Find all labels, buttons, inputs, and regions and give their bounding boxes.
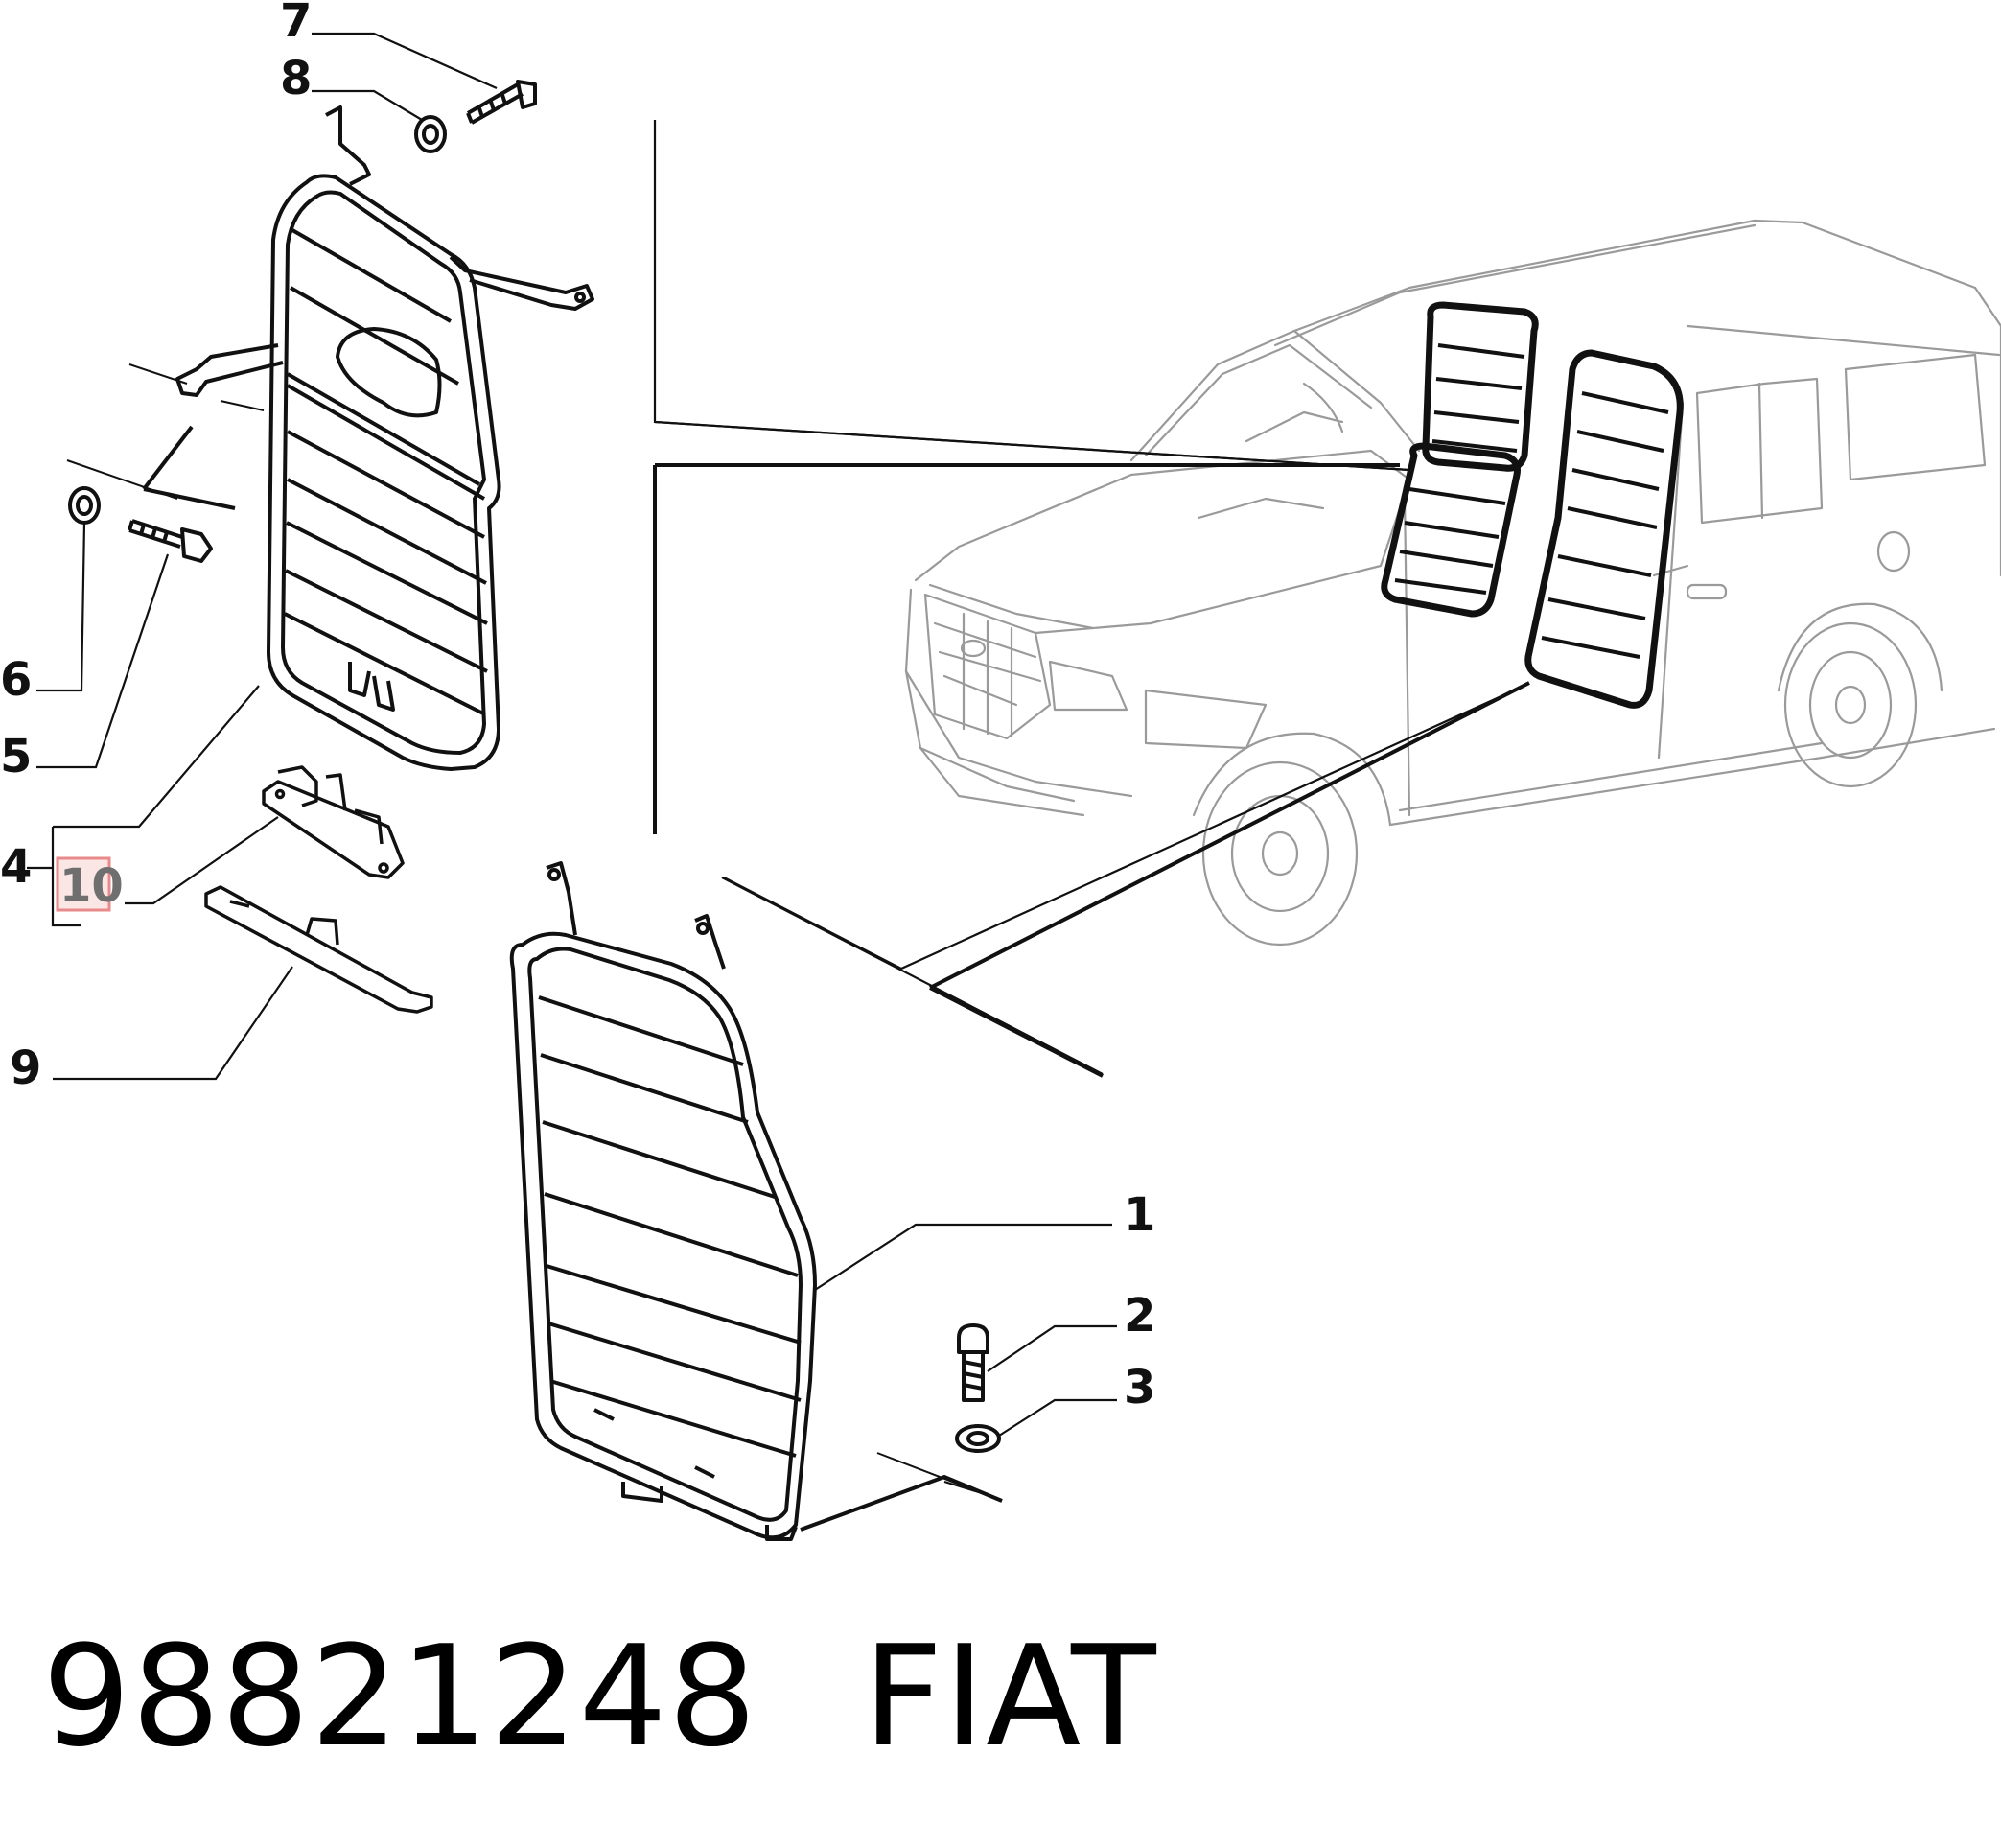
- leader-lines-bold: [653, 463, 1530, 1078]
- part-10-bracket: [262, 765, 405, 879]
- callout-7: 7: [280, 0, 312, 48]
- part-3-washer: [955, 1424, 1001, 1453]
- footer-caption: 98821248 FIAT: [42, 1616, 1263, 1778]
- part-4-explode-line: [142, 425, 236, 510]
- part-number: 98821248: [42, 1616, 758, 1778]
- part-1-explode-line: [800, 1474, 1003, 1532]
- callout-4: 4: [0, 840, 32, 894]
- leader-lines: [27, 32, 1525, 1437]
- callout-8: 8: [280, 52, 312, 105]
- part-1-lower-partition: [509, 861, 817, 1541]
- van-illustration: [904, 219, 2001, 947]
- part-4-guide-lines: [66, 363, 265, 500]
- brand-name: FIAT: [863, 1616, 1157, 1778]
- van-partition-highlights: [1381, 301, 1684, 709]
- callout-9: 9: [10, 1041, 41, 1095]
- part-4-upper-partition: [175, 105, 594, 771]
- callout-3: 3: [1124, 1361, 1155, 1415]
- part-5-bolt: [128, 519, 213, 563]
- callout-2: 2: [1124, 1289, 1155, 1343]
- callout-5: 5: [0, 730, 32, 784]
- callout-10: 10: [59, 859, 124, 913]
- callout-10-highlight: [56, 856, 111, 912]
- part-9-rail: [204, 885, 433, 1014]
- part-8-washer: [414, 115, 447, 153]
- part-6-washer: [68, 486, 101, 525]
- part-2-bolt: [957, 1323, 989, 1402]
- van-partition-slats: [1394, 343, 1669, 659]
- callout-1: 1: [1124, 1188, 1155, 1242]
- part-7-bolt: [466, 80, 537, 125]
- callout-6: 6: [0, 653, 32, 707]
